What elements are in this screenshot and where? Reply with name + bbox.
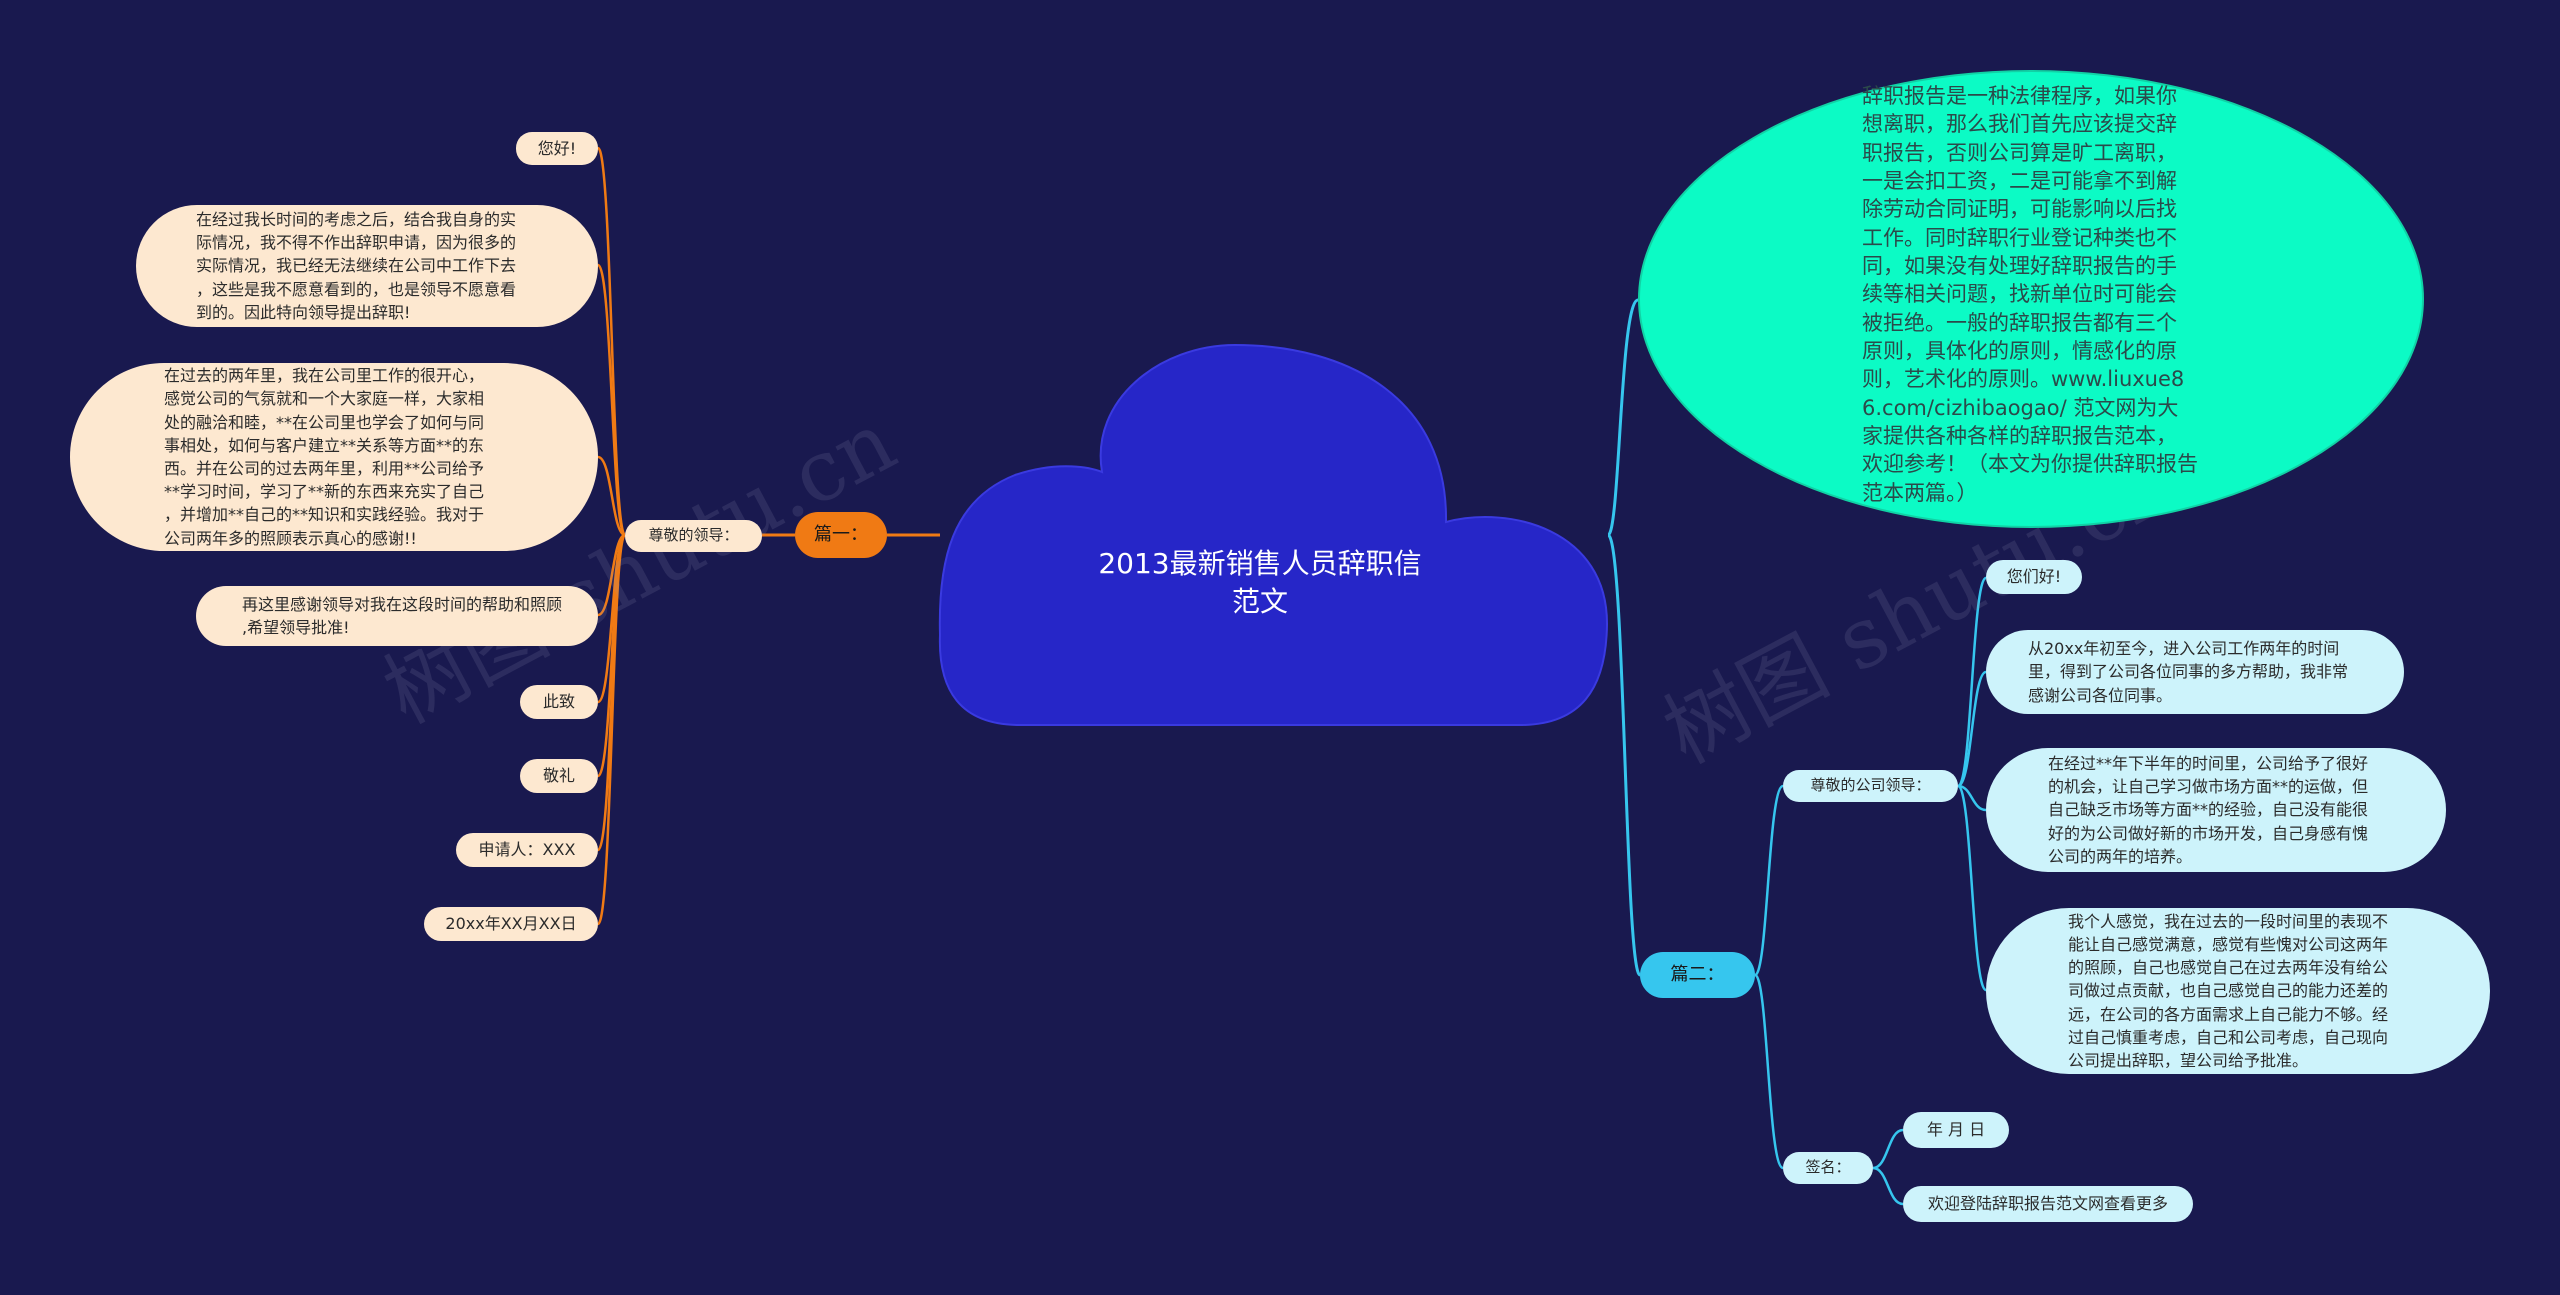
link-root-right <box>1606 533 1642 977</box>
right-branch-label: 篇二： <box>1670 963 1725 985</box>
right-sub2-item-1[interactable]: 欢迎登陆辞职报告范文网查看更多 <box>1903 1186 2193 1222</box>
intro-text: 辞职报告是一种法律程序，如果你 想离职，那么我们首先应该提交辞 职报告，否则公司… <box>1862 84 2198 505</box>
left-item-5[interactable]: 敬礼 <box>520 759 598 793</box>
right-branch-node[interactable]: 篇二： <box>1640 952 1755 998</box>
left-item-3[interactable]: 再这里感谢领导对我在这段时间的帮助和照顾 ,希望领导批准! <box>196 586 598 646</box>
left-item-text: 申请人：XXX <box>478 840 576 860</box>
left-sub-node[interactable]: 尊敬的领导： <box>625 520 762 552</box>
left-item-0[interactable]: 您好! <box>516 132 598 165</box>
link-sub1-item-2 <box>1957 784 1987 812</box>
root-title[interactable]: 2013最新销售人员辞职信 范文 <box>1098 547 1422 618</box>
right-item-text: 从20xx年初至今，进入公司工作两年的时间 里，得到了公司各位同事的多方帮助，我… <box>2028 639 2349 705</box>
root-cloud-shape <box>938 343 1609 726</box>
link-left-item-0 <box>596 146 627 537</box>
right-item-text: 欢迎登陆辞职报告范文网查看更多 <box>1927 1194 2168 1214</box>
left-branch-node[interactable]: 篇一： <box>795 512 887 558</box>
left-item-text: 20xx年XX月XX日 <box>445 914 577 934</box>
right-item-text: 年 月 日 <box>1926 1120 1986 1140</box>
left-item-text: 敬礼 <box>542 766 575 786</box>
link-sub1-item-0 <box>1956 576 1988 788</box>
link-right-sub2 <box>1753 973 1785 1170</box>
right-sub1-item-0[interactable]: 您们好! <box>1986 560 2082 594</box>
left-item-4[interactable]: 此致 <box>520 685 598 719</box>
right-sub2-node[interactable]: 签名： <box>1783 1152 1873 1184</box>
right-sub2-label: 签名： <box>1805 1158 1851 1177</box>
left-item-2[interactable]: 在过去的两年里，我在公司里工作的很开心， 感觉公司的气氛就和一个大家庭一样，大家… <box>70 363 598 551</box>
left-item-text: 在过去的两年里，我在公司里工作的很开心， 感觉公司的气氛就和一个大家庭一样，大家… <box>164 366 485 548</box>
left-item-text: 再这里感谢领导对我在这段时间的帮助和照顾 ,希望领导批准! <box>241 594 562 637</box>
right-sub1-item-3[interactable]: 我个人感觉，我在过去的一段时间里的表现不 能让自己感觉满意，感觉有些愧对公司这两… <box>1986 908 2490 1074</box>
right-sub1-node[interactable]: 尊敬的公司领导： <box>1783 770 1958 802</box>
link-sub1-item-1 <box>1957 670 1987 788</box>
link-sub2-item-1 <box>1872 1166 1904 1206</box>
link-left-item-2 <box>597 455 626 537</box>
left-item-6[interactable]: 申请人：XXX <box>456 833 598 867</box>
link-left-item-1 <box>596 263 627 537</box>
right-sub1-item-1[interactable]: 从20xx年初至今，进入公司工作两年的时间 里，得到了公司各位同事的多方帮助，我… <box>1986 630 2404 714</box>
left-item-text: 您好! <box>537 138 577 158</box>
link-sub1-item-3 <box>1956 784 1988 992</box>
left-item-7[interactable]: 20xx年XX月XX日 <box>424 907 598 941</box>
left-item-text: 此致 <box>542 692 575 712</box>
link-left-item-7 <box>596 533 627 926</box>
intro-node[interactable]: 辞职报告是一种法律程序，如果你 想离职，那么我们首先应该提交辞 职报告，否则公司… <box>1638 70 2424 528</box>
right-item-text: 您们好! <box>2006 567 2062 587</box>
link-right-sub1 <box>1753 784 1785 977</box>
right-sub1-label: 尊敬的公司领导： <box>1810 776 1931 795</box>
right-sub1-item-2[interactable]: 在经过**年下半年的时间里，公司给予了很好 的机会，让自己学习做市场方面**的运… <box>1986 748 2446 872</box>
link-sub2-item-0 <box>1872 1128 1904 1170</box>
link-root-intro <box>1606 298 1640 537</box>
right-item-text: 我个人感觉，我在过去的一段时间里的表现不 能让自己感觉满意，感觉有些愧对公司这两… <box>2068 911 2389 1070</box>
left-branch-label: 篇一： <box>814 523 868 545</box>
right-sub2-item-0[interactable]: 年 月 日 <box>1903 1112 2009 1148</box>
right-item-text: 在经过**年下半年的时间里，公司给予了很好 的机会，让自己学习做市场方面**的运… <box>2048 754 2369 866</box>
left-item-text: 在经过我长时间的考虑之后，结合我自身的实 际情况，我不得不作出辞职申请，因为很多… <box>196 210 517 322</box>
left-item-1[interactable]: 在经过我长时间的考虑之后，结合我自身的实 际情况，我不得不作出辞职申请，因为很多… <box>136 205 598 327</box>
left-sub-label: 尊敬的领导： <box>648 526 739 545</box>
